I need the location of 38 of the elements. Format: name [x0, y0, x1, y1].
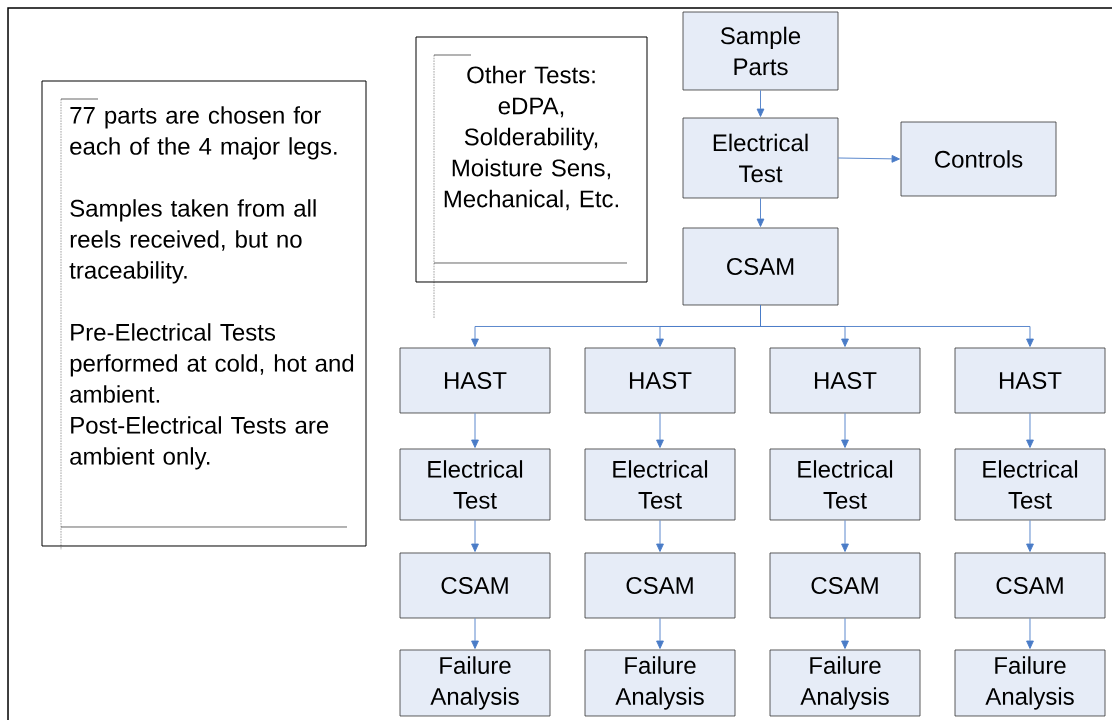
process-box: Sample Parts [682, 11, 839, 91]
arrow [1026, 617, 1034, 649]
note-box: Other Tests: eDPA, Solderability, Moisture Sens, Mechanical, Etc. [415, 36, 648, 283]
arrow [837, 155, 900, 163]
process-box: CSAM [682, 227, 839, 306]
arrow [756, 197, 765, 227]
process-box: Failure Analysis [769, 649, 921, 717]
arrow [656, 412, 664, 448]
arrow [656, 519, 664, 552]
arrow [1026, 519, 1034, 552]
process-box: HAST [954, 347, 1106, 414]
arrow [656, 617, 664, 649]
process-box: HAST [399, 347, 551, 414]
process-box: CSAM [954, 552, 1106, 619]
arrow [841, 519, 849, 552]
note-box: 77 parts are chosen for each of the 4 major legs. Samples taken from all reels received, but no traceability. Pre-Electrical Tests performed at cold, hot and ambient. Post-Electrical Tests are ambient only. [41, 80, 367, 547]
process-box: CSAM [584, 552, 736, 619]
process-box: CSAM [769, 552, 921, 619]
arrow [1026, 412, 1034, 448]
process-box: HAST [584, 347, 736, 414]
arrow [471, 519, 479, 552]
arrow [471, 412, 479, 448]
process-box: Electrical Test [399, 448, 551, 521]
arrow [471, 617, 479, 649]
process-box: Failure Analysis [954, 649, 1106, 717]
process-box: HAST [769, 347, 921, 414]
process-box: Electrical Test [584, 448, 736, 521]
process-box: Failure Analysis [399, 649, 551, 717]
process-box: Electrical Test [954, 448, 1106, 521]
arrow [841, 617, 849, 649]
process-box: CSAM [399, 552, 551, 619]
process-box: Failure Analysis [584, 649, 736, 717]
arrow [760, 304, 1034, 347]
process-box: Electrical Test [682, 117, 839, 199]
process-box: Electrical Test [769, 448, 921, 521]
arrow [841, 412, 849, 448]
arrow [756, 89, 765, 117]
process-box: Controls [900, 121, 1057, 197]
